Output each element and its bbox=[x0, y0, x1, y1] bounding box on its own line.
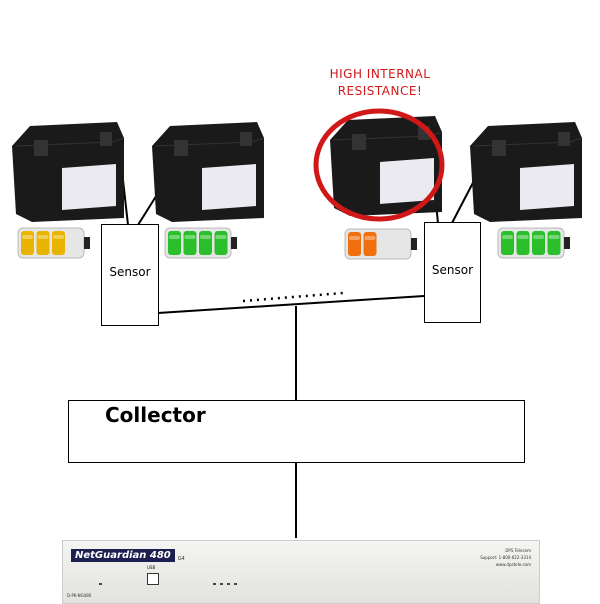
charge-cell bbox=[21, 231, 34, 255]
led-icon bbox=[99, 583, 102, 585]
cell-highlight bbox=[184, 235, 196, 239]
support-line: Support: 1-800-622-3314 bbox=[480, 555, 531, 560]
battery-tip bbox=[231, 237, 237, 249]
battery-tip bbox=[411, 238, 417, 250]
warning-text: HIGH INTERNAL RESISTANCE! bbox=[300, 66, 460, 100]
charge-cell bbox=[348, 232, 361, 256]
sensor-label: Sensor bbox=[431, 263, 474, 277]
led-icon bbox=[220, 583, 223, 585]
charge-cell bbox=[547, 231, 561, 255]
battery-charge-icon-2 bbox=[164, 227, 237, 259]
cell-highlight bbox=[200, 235, 211, 239]
battery-charge-icon-4 bbox=[497, 227, 570, 259]
sensor-label: Sensor bbox=[109, 265, 151, 279]
charge-cell bbox=[532, 231, 545, 255]
battery-charge-icon-3 bbox=[344, 228, 417, 260]
device-brand: NetGuardian 480 bbox=[71, 549, 175, 562]
charge-cell bbox=[183, 231, 197, 255]
charge-cell bbox=[199, 231, 212, 255]
warning-line-2: RESISTANCE! bbox=[337, 84, 423, 98]
device-suffix: G4 bbox=[177, 556, 185, 562]
battery-group bbox=[11, 108, 583, 223]
warning-circle bbox=[313, 108, 445, 222]
cell-highlight bbox=[364, 236, 376, 240]
charge-cell bbox=[214, 231, 228, 255]
support-line: DPS Telecom bbox=[505, 548, 531, 553]
usb-label: USB bbox=[147, 565, 156, 570]
cell-highlight bbox=[37, 235, 49, 239]
charge-cell bbox=[501, 231, 514, 255]
cell-highlight bbox=[22, 235, 33, 239]
cell-highlight bbox=[502, 235, 513, 239]
charge-cell bbox=[168, 231, 181, 255]
collector-label: Collector bbox=[105, 403, 206, 427]
battery-charge-icon-1 bbox=[17, 227, 90, 259]
cell-highlight bbox=[548, 235, 560, 239]
charge-cell bbox=[52, 231, 65, 255]
collector-box: Collector bbox=[68, 400, 525, 463]
cell-highlight bbox=[517, 235, 529, 239]
netguardian-device: NetGuardian 480 G4 DPS Telecom Support: … bbox=[62, 540, 540, 604]
battery-tip bbox=[84, 237, 90, 249]
cell-highlight bbox=[169, 235, 180, 239]
cell-highlight bbox=[533, 235, 544, 239]
device-model: D-PK-NG480 bbox=[67, 593, 92, 598]
led-icon bbox=[213, 583, 216, 585]
sensor-right: Sensor bbox=[424, 222, 481, 323]
cell-highlight bbox=[215, 235, 227, 239]
charge-cell bbox=[516, 231, 530, 255]
warning-line-1: HIGH INTERNAL bbox=[329, 67, 431, 81]
cell-highlight bbox=[53, 235, 64, 239]
charge-cell bbox=[363, 232, 377, 256]
brand-row: NetGuardian 480 G4 bbox=[71, 549, 185, 562]
led-icon bbox=[227, 583, 230, 585]
support-info: DPS Telecom Support: 1-800-622-3314 www.… bbox=[441, 547, 531, 568]
cell-highlight bbox=[349, 236, 360, 240]
charge-cell bbox=[36, 231, 50, 255]
support-line: www.dpstele.com bbox=[495, 562, 531, 567]
usb-port-icon[interactable] bbox=[147, 573, 159, 585]
led-icon bbox=[234, 583, 237, 585]
battery-tip bbox=[564, 237, 570, 249]
sensor-left: Sensor bbox=[101, 224, 159, 326]
